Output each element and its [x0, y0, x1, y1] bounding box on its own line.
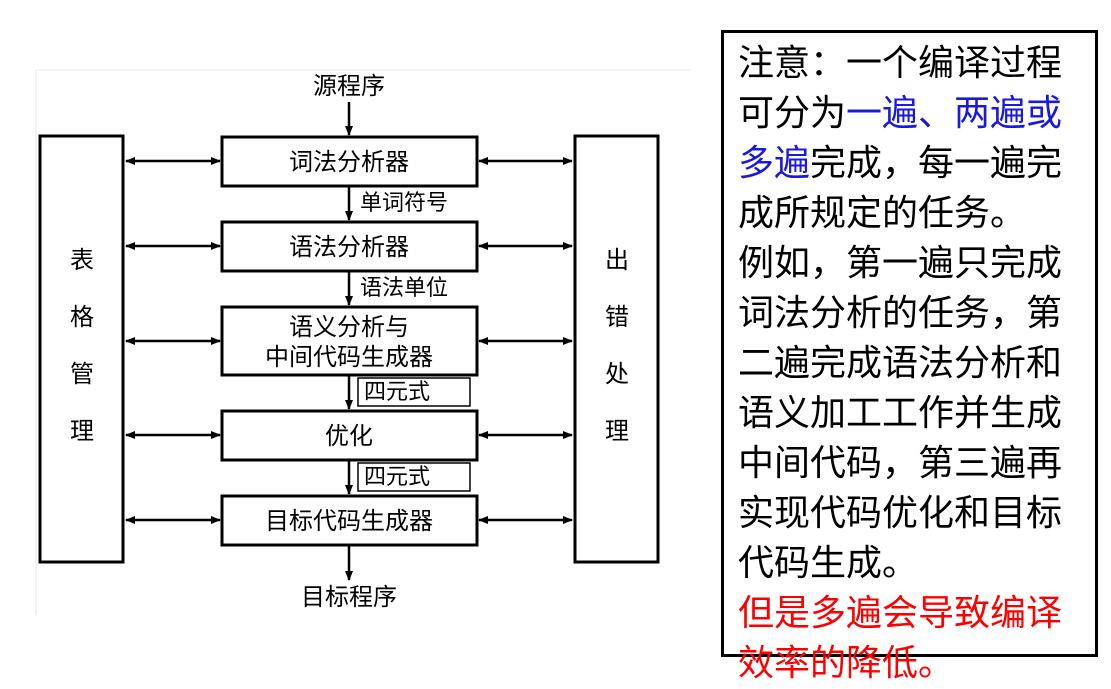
left-box-char: 格 — [70, 303, 94, 331]
stage-box — [220, 135, 479, 188]
note-segment: 实现代码优化和目标 — [738, 493, 1063, 534]
note-segment: 成所规定的任务。 — [738, 193, 1027, 234]
note-warning-red: 效率的降低。 — [738, 643, 955, 684]
note-segment: 语义加工工作并生成 — [738, 393, 1063, 434]
stage-box — [220, 409, 479, 462]
stage-lexical-analyzer: 词法分析器 — [220, 135, 479, 188]
flow-label-tokens: 单词符号 — [360, 191, 448, 216]
note-line: 成所规定的任务。 — [738, 189, 1095, 239]
note-highlight-blue: 多遍 — [738, 143, 811, 184]
table-management-box — [38, 134, 125, 564]
right-box-char: 处 — [605, 360, 629, 388]
note-segment: 代码生成。 — [738, 543, 919, 584]
compiler-structure-diagram: 源程序 目标程序 表 格 管 理 出 错 处 理 词法分析器 语法分析器 语义分… — [35, 69, 690, 615]
stage-syntax-analyzer: 语法分析器 — [220, 220, 479, 273]
stage-label: 优化 — [325, 422, 373, 450]
note-line: 二遍完成语法分析和 — [738, 339, 1095, 389]
stage-code-generator: 目标代码生成器 — [220, 494, 479, 547]
error-handling-box — [573, 134, 660, 564]
note-segment: 二遍完成语法分析和 — [738, 343, 1063, 384]
left-box-char: 管 — [70, 360, 94, 388]
note-line: 实现代码优化和目标 — [738, 489, 1095, 539]
flow-label-syntax-units: 语法单位 — [360, 276, 448, 301]
label-frame — [357, 377, 471, 407]
horizontal-link-arrows — [125, 157, 573, 524]
note-segment: 可分为 — [738, 93, 847, 134]
stage-optimizer: 优化 — [220, 409, 479, 462]
right-box-char: 理 — [605, 417, 629, 445]
note-line: 可分为一遍、两遍或 — [738, 89, 1095, 139]
note-line: 注意：一个编译过程 — [738, 39, 1095, 89]
stage-box — [220, 220, 479, 273]
stage-box — [220, 305, 479, 377]
label-frame — [357, 462, 471, 492]
note-segment: 完成，每一遍完 — [810, 143, 1063, 184]
left-box-char: 表 — [70, 246, 94, 274]
stage-label: 语法分析器 — [289, 233, 409, 261]
source-program-label: 源程序 — [313, 72, 385, 100]
stage-box — [220, 494, 479, 547]
note-line: 词法分析的任务，第 — [738, 289, 1095, 339]
stage-label: 目标代码生成器 — [265, 507, 433, 535]
flow-label-quadruples: 四元式 — [364, 380, 430, 405]
note-line: 中间代码，第三遍再 — [738, 439, 1095, 489]
stage-label: 语义分析与 — [289, 313, 409, 341]
note-text-box: 注意：一个编译过程 可分为一遍、两遍或 多遍完成，每一遍完 成所规定的任务。 例… — [721, 30, 1098, 684]
note-warning-red: 但是多遍会导致编译 — [738, 593, 1063, 634]
stage-semantic-analyzer: 语义分析与 中间代码生成器 — [220, 305, 479, 377]
note-line: 多遍完成，每一遍完 — [738, 139, 1095, 189]
note-line: 语义加工工作并生成 — [738, 389, 1095, 439]
right-box-char: 出 — [605, 246, 629, 274]
error-handling-label: 出 错 处 理 — [605, 246, 629, 445]
note-line: 代码生成。 — [738, 539, 1095, 589]
note-segment: 注意：一个编译过程 — [738, 43, 1063, 84]
note-line: 例如，第一遍只完成 — [738, 239, 1095, 289]
note-highlight-blue: 一遍、两遍或 — [846, 93, 1063, 134]
stage-label: 词法分析器 — [289, 148, 409, 176]
note-segment: 例如，第一遍只完成 — [738, 243, 1063, 284]
left-box-char: 理 — [70, 417, 94, 445]
flow-label-quadruples: 四元式 — [364, 465, 430, 490]
target-program-label: 目标程序 — [301, 583, 397, 611]
note-segment: 词法分析的任务，第 — [738, 293, 1063, 334]
table-management-label: 表 格 管 理 — [70, 246, 94, 445]
quadruple-label-box: 四元式 — [357, 377, 471, 407]
note-line: 但是多遍会导致编译 — [738, 589, 1095, 639]
quadruple-label-box: 四元式 — [357, 462, 471, 492]
note-line: 效率的降低。 — [738, 639, 1095, 689]
right-box-char: 错 — [605, 303, 629, 331]
stage-label: 中间代码生成器 — [265, 343, 433, 371]
note-segment: 中间代码，第三遍再 — [738, 443, 1063, 484]
